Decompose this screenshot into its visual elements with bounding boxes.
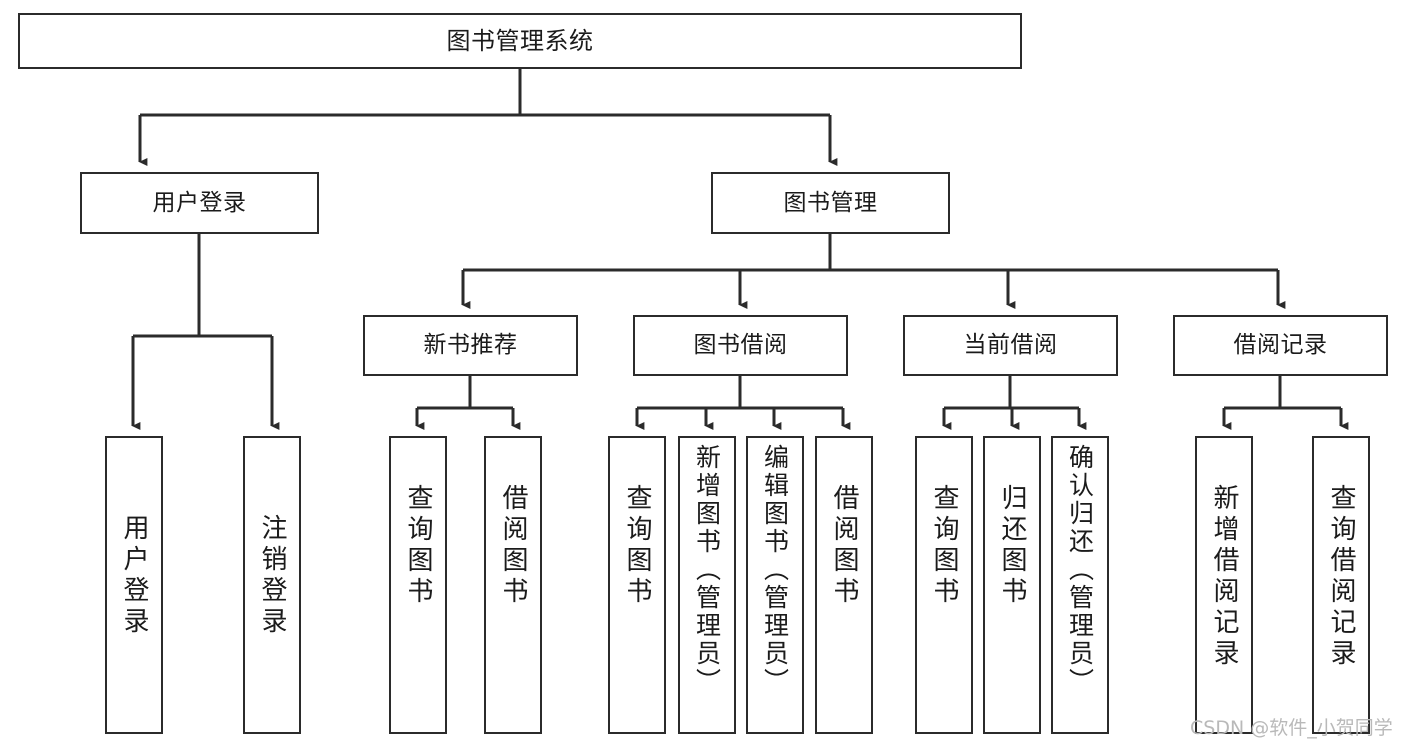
node-label: 借阅记录	[1233, 332, 1328, 358]
node-label: 查询图书	[403, 484, 433, 608]
node-label: 图书管理	[783, 189, 878, 216]
node-label: 新增图书（管理员）	[692, 444, 722, 696]
node-label: 新增借阅记录	[1209, 484, 1239, 670]
node-new-book-recommend[interactable]: 新书推荐	[363, 315, 578, 376]
node-leaf-borrow-book-2[interactable]: 借阅图书	[815, 436, 873, 734]
node-leaf-query-record[interactable]: 查询借阅记录	[1312, 436, 1370, 734]
node-label: 新书推荐	[423, 332, 518, 358]
node-user-login[interactable]: 用户登录	[80, 172, 319, 234]
node-leaf-confirm-return[interactable]: 确认归还（管理员）	[1051, 436, 1109, 734]
node-leaf-query-book-1[interactable]: 查询图书	[389, 436, 447, 734]
node-book-manage[interactable]: 图书管理	[711, 172, 950, 234]
node-label: 查询图书	[929, 484, 959, 608]
csdn-watermark: CSDN @软件_小贺同学	[1190, 717, 1393, 739]
node-label: 查询图书	[622, 484, 652, 608]
node-leaf-add-record[interactable]: 新增借阅记录	[1195, 436, 1253, 734]
node-leaf-edit-book[interactable]: 编辑图书（管理员）	[746, 436, 804, 734]
node-root-system[interactable]: 图书管理系统	[18, 13, 1022, 69]
node-label: 借阅图书	[829, 484, 859, 608]
node-label: 当前借阅	[963, 332, 1058, 358]
node-label: 用户登录	[119, 514, 149, 638]
node-current-borrow[interactable]: 当前借阅	[903, 315, 1118, 376]
node-label: 编辑图书（管理员）	[760, 444, 790, 696]
node-label: 图书借阅	[693, 332, 788, 358]
node-label: 确认归还（管理员）	[1065, 444, 1095, 696]
node-label: 借阅图书	[498, 484, 528, 608]
node-label: 注销登录	[257, 514, 287, 638]
node-leaf-user-logout[interactable]: 注销登录	[243, 436, 301, 734]
node-leaf-return-book[interactable]: 归还图书	[983, 436, 1041, 734]
node-leaf-query-book-2[interactable]: 查询图书	[608, 436, 666, 734]
node-borrow-record[interactable]: 借阅记录	[1173, 315, 1388, 376]
node-label: 查询借阅记录	[1326, 484, 1356, 670]
node-leaf-borrow-book-1[interactable]: 借阅图书	[484, 436, 542, 734]
node-label: 归还图书	[997, 484, 1027, 608]
node-label: 用户登录	[152, 189, 247, 216]
node-label: 图书管理系统	[446, 27, 594, 55]
node-leaf-query-book-3[interactable]: 查询图书	[915, 436, 973, 734]
node-leaf-add-book[interactable]: 新增图书（管理员）	[678, 436, 736, 734]
node-book-borrow[interactable]: 图书借阅	[633, 315, 848, 376]
node-leaf-user-login[interactable]: 用户登录	[105, 436, 163, 734]
